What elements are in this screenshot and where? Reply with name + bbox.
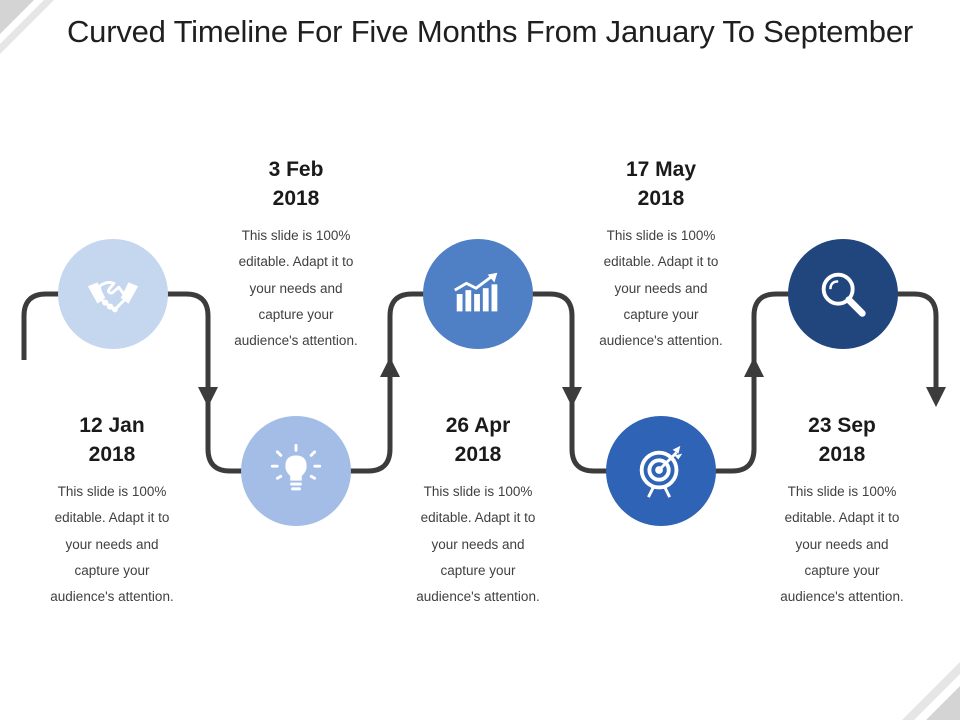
milestone-5-year: 2018 (818, 443, 866, 466)
corner-decoration-top-left (0, 0, 54, 54)
lightbulb-icon (270, 443, 322, 491)
path-end (886, 291, 946, 407)
path-segment-2 (205, 400, 250, 474)
milestone-2-date: 3 Feb (268, 158, 324, 181)
page-title: Curved Timeline For Five Months From Jan… (66, 14, 914, 49)
milestone-5-date: 23 Sep (808, 414, 876, 437)
milestone-2-year: 2018 (272, 187, 320, 210)
path-segment-6 (569, 400, 614, 474)
milestone-2-circle (241, 416, 351, 526)
milestone-4-year: 2018 (637, 187, 685, 210)
milestone-4-circle (606, 416, 716, 526)
path-segment-1 (150, 291, 218, 407)
path-start (21, 291, 70, 360)
milestone-3-year: 2018 (454, 443, 502, 466)
path-segment-5 (522, 291, 582, 407)
milestone-4-label: 17 May 2018 This slide is 100% editable.… (571, 155, 751, 354)
milestone-5-description: This slide is 100% editable. Adapt it to… (780, 484, 904, 605)
target-icon (639, 445, 683, 498)
milestone-1-description: This slide is 100% editable. Adapt it to… (50, 484, 174, 605)
path-segment-8 (751, 291, 796, 370)
milestone-1-date: 12 Jan (79, 414, 145, 437)
milestone-3-label: 26 Apr 2018 This slide is 100% editable.… (388, 411, 568, 610)
search-icon (821, 272, 866, 317)
milestone-1-circle (58, 239, 168, 349)
milestone-4-description: This slide is 100% editable. Adapt it to… (599, 228, 723, 349)
milestone-5-circle (788, 239, 898, 349)
milestone-4-date: 17 May (625, 158, 697, 181)
path-segment-7 (704, 357, 764, 474)
milestone-3-circle (423, 239, 533, 349)
path-segment-3 (340, 357, 400, 474)
handshake-icon (87, 280, 139, 313)
milestone-5-label: 23 Sep 2018 This slide is 100% editable.… (752, 411, 932, 610)
bar-chart-icon (454, 272, 498, 312)
milestone-1-year: 2018 (88, 443, 136, 466)
milestone-2-description: This slide is 100% editable. Adapt it to… (234, 228, 358, 349)
milestone-3-date: 26 Apr (445, 414, 511, 437)
milestone-3-description: This slide is 100% editable. Adapt it to… (416, 484, 540, 605)
milestone-2-label: 3 Feb 2018 This slide is 100% editable. … (206, 155, 386, 354)
path-segment-4 (387, 291, 432, 370)
milestone-1-label: 12 Jan 2018 This slide is 100% editable.… (22, 411, 202, 610)
corner-decoration-bottom-right (902, 662, 960, 720)
